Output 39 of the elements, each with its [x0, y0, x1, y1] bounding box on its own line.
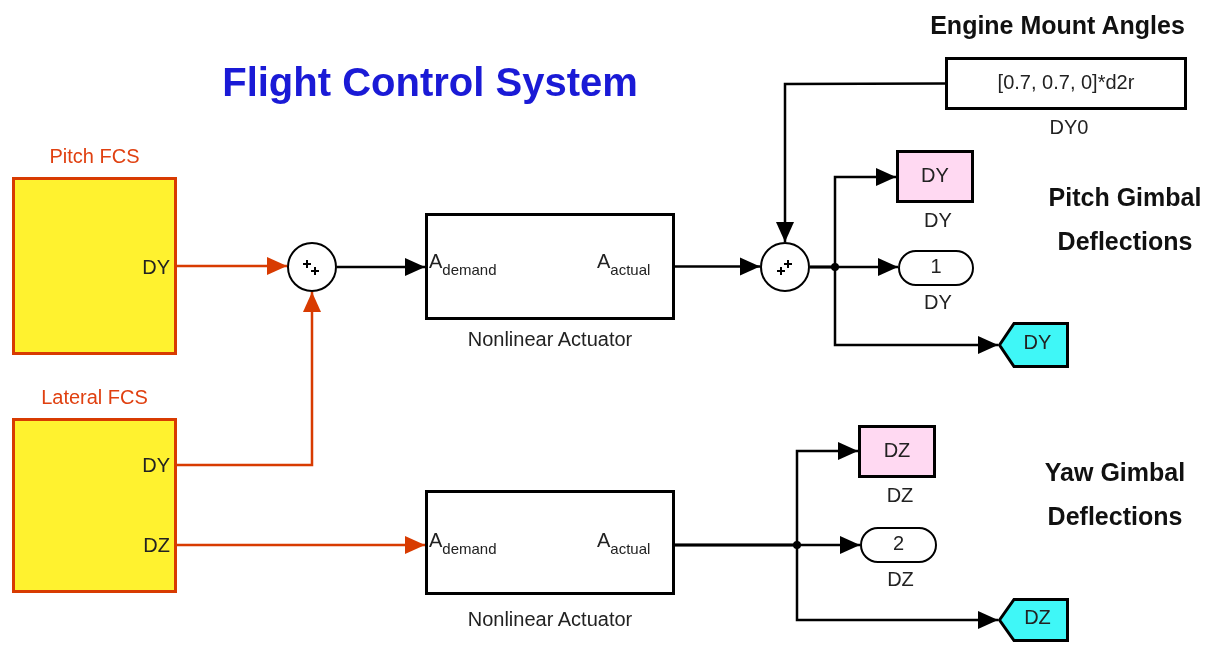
port-label: A$_{actual}$: [597, 249, 652, 280]
block-name: Nonlinear Actuator: [466, 607, 634, 631]
port-number: 2: [891, 531, 906, 555]
signal-arrow: [675, 543, 998, 629]
signal-arrow: [177, 536, 425, 554]
signal-arrow: [675, 257, 760, 276]
annotation-text: Engine Mount Angles: [929, 10, 1186, 41]
tag-label: DZ: [1023, 605, 1052, 629]
scope-label: DY: [920, 163, 950, 187]
port-number: 1: [929, 254, 943, 278]
annotation-text: Pitch Gimbal Deflections: [1047, 182, 1203, 257]
diagram-title: Flight Control System: [221, 60, 639, 105]
signal-arrow: [776, 82, 945, 242]
tag-label: DY: [1022, 330, 1053, 354]
scope-label: DZ: [882, 438, 912, 462]
port-label: A$_{demand}$: [429, 528, 498, 559]
signal-arrow: [177, 257, 287, 275]
signal-arrow: [337, 258, 425, 276]
goto-tag: [998, 598, 1069, 642]
block-title: Lateral FCS: [40, 385, 149, 409]
block-name: DY0: [1048, 115, 1090, 139]
port-label: DZ: [142, 533, 170, 557]
block-title: Pitch FCS: [48, 144, 141, 168]
port-label: A$_{demand}$: [429, 249, 498, 280]
port-label: DY: [141, 255, 170, 279]
constant-value: [0.7, 0.7, 0]*d2r: [996, 70, 1136, 94]
block-name: DZ: [886, 567, 915, 591]
signal-arrow: [810, 265, 998, 354]
block-name: Nonlinear Actuator: [466, 327, 634, 351]
block-name: DY: [923, 208, 953, 232]
annotation-text: Yaw Gimbal Deflections: [1043, 457, 1187, 532]
block-name: DY: [923, 290, 953, 314]
signal-arrow: [177, 292, 321, 467]
sum-circle: [760, 242, 810, 292]
sum-circle: [287, 242, 337, 292]
port-label: A$_{actual}$: [597, 528, 652, 559]
port-label: DY: [141, 453, 170, 477]
goto-tag: [998, 322, 1069, 368]
block-name: DZ: [885, 483, 915, 507]
